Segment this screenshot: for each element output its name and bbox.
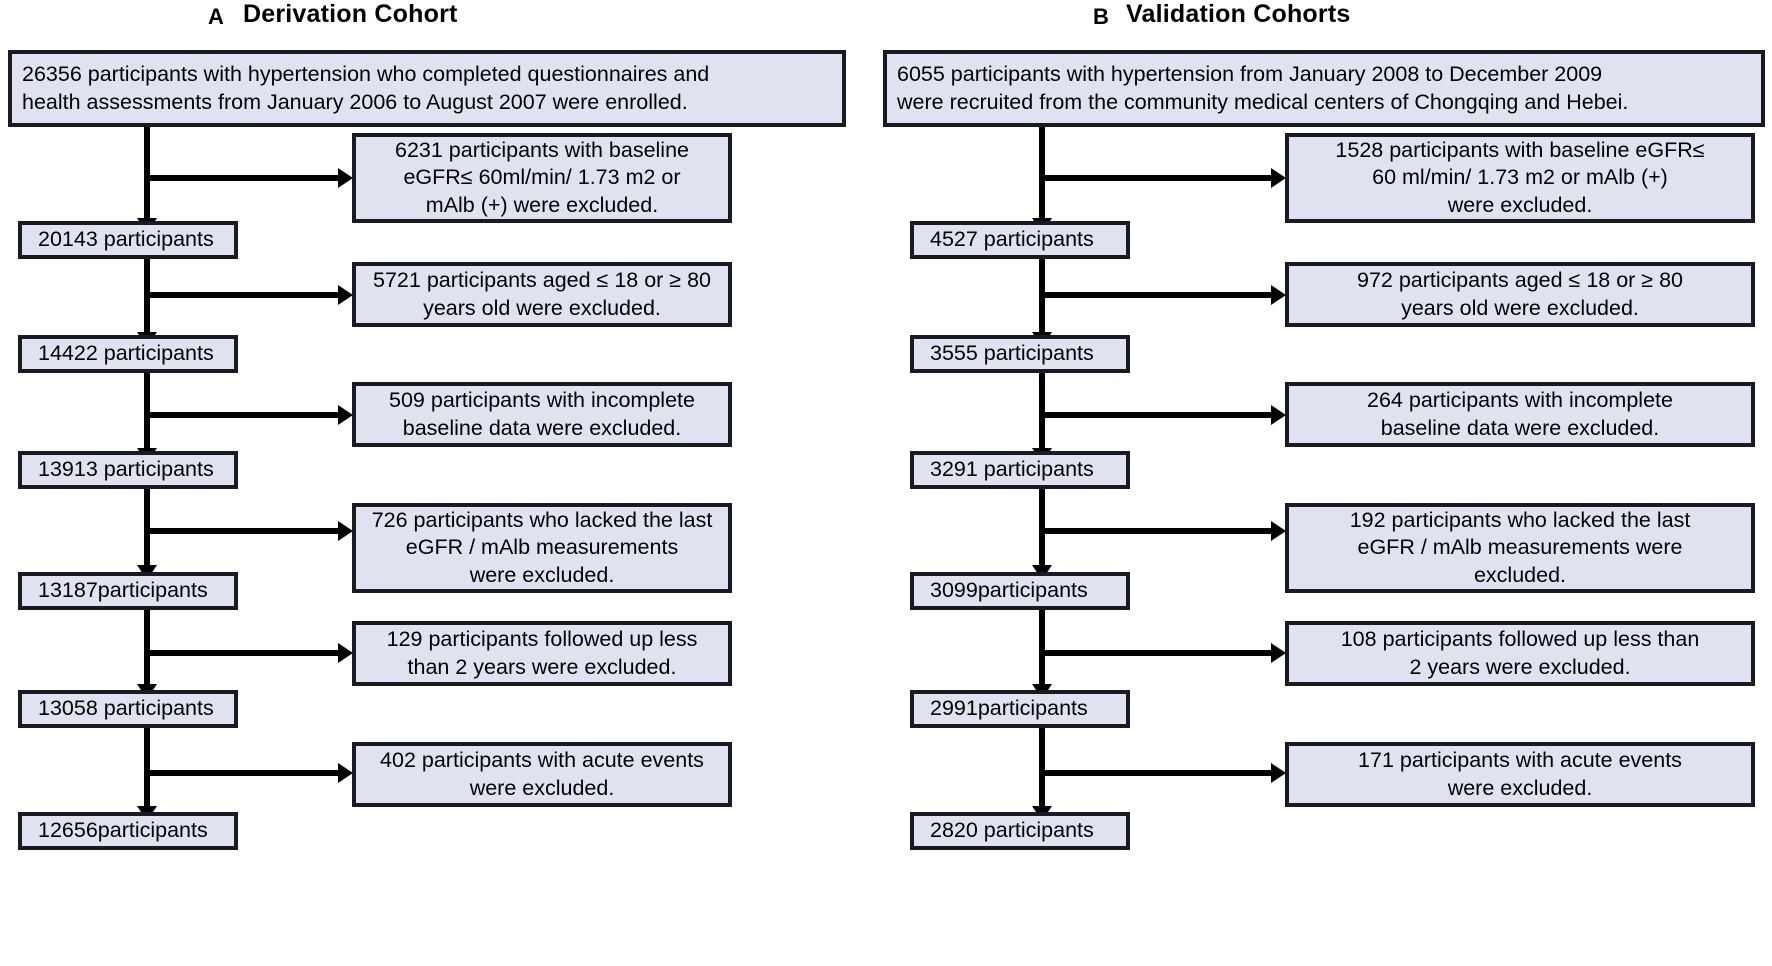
panel-a-count-text-3: 13913 participants	[38, 457, 214, 482]
panel-a-exclusion-text-5: 129 participants followed up less than 2…	[386, 627, 698, 679]
arrowhead-a-right-3	[338, 405, 353, 425]
panel-a-count-text-1: 20143 participants	[38, 227, 214, 252]
panel-a-exclusion-box-1: 6231 participants with baseline eGFR≤ 60…	[352, 133, 732, 223]
panel-a-count-text-2: 14422 participants	[38, 341, 214, 366]
panel-b-count-text-4: 3099participants	[930, 578, 1088, 603]
panel-b-exclusion-text-4: 192 participants who lacked the last eGF…	[1349, 508, 1691, 587]
connector-b-h4	[1039, 528, 1274, 534]
panel-b-exclusion-box-4: 192 participants who lacked the last eGF…	[1285, 503, 1755, 593]
panel-a-exclusion-text-1: 6231 participants with baseline eGFR≤ 60…	[394, 138, 690, 217]
panel-a-exclusion-box-4: 726 participants who lacked the last eGF…	[352, 503, 732, 593]
connector-a-h1	[144, 175, 341, 181]
panel-a-exclusion-box-5: 129 participants followed up less than 2…	[352, 621, 732, 686]
connector-b-h6	[1039, 770, 1274, 776]
panel-a-count-box-6: 12656participants	[18, 812, 238, 850]
panel-b-exclusion-text-6: 171 participants with acute events were …	[1358, 748, 1682, 800]
panel-b-exclusion-text-2: 972 participants aged ≤ 18 or ≥ 80 years…	[1356, 268, 1683, 320]
panel-a-exclusion-text-6: 402 participants with acute events were …	[380, 748, 704, 800]
panel-a-count-box-1: 20143 participants	[18, 221, 238, 259]
panel-b-count-text-3: 3291 participants	[930, 457, 1094, 482]
connector-a-v3	[144, 373, 150, 450]
panel-a-count-box-5: 13058 participants	[18, 690, 238, 728]
connector-b-h3	[1039, 412, 1274, 418]
connector-b-v6	[1039, 728, 1045, 808]
arrowhead-b-right-6	[1271, 763, 1286, 783]
connector-b-h1	[1039, 175, 1274, 181]
panel-b-count-box-2: 3555 participants	[910, 335, 1130, 373]
panel-a-count-box-4: 13187participants	[18, 572, 238, 610]
connector-a-v6	[144, 728, 150, 808]
panel-a-count-box-3: 13913 participants	[18, 451, 238, 489]
panel-b-count-text-5: 2991participants	[930, 696, 1088, 721]
panel-b-enrollment-text: 6055 participants with hypertension from…	[897, 62, 1629, 114]
arrowhead-b-right-2	[1271, 285, 1286, 305]
arrowhead-b-right-5	[1271, 643, 1286, 663]
connector-a-h5	[144, 650, 341, 656]
panel-b-count-box-6: 2820 participants	[910, 812, 1130, 850]
connector-a-v1	[144, 127, 150, 220]
connector-b-v3	[1039, 373, 1045, 450]
connector-b-v1	[1039, 127, 1045, 220]
panel-a-exclusion-text-3: 509 participants with incomplete baselin…	[389, 388, 695, 440]
panel-b-count-text-6: 2820 participants	[930, 818, 1094, 843]
arrowhead-b-right-4	[1271, 521, 1286, 541]
panel-b-count-box-3: 3291 participants	[910, 451, 1130, 489]
connector-a-h3	[144, 412, 341, 418]
panel-b-title: Validation Cohorts	[1126, 0, 1351, 28]
panel-a-count-text-6: 12656participants	[38, 818, 208, 843]
panel-a-exclusion-box-3: 509 participants with incomplete baselin…	[352, 382, 732, 447]
panel-b-count-text-2: 3555 participants	[930, 341, 1094, 366]
panel-a-count-box-2: 14422 participants	[18, 335, 238, 373]
panel-b-exclusion-box-1: 1528 participants with baseline eGFR≤ 60…	[1285, 133, 1755, 223]
panel-b-exclusion-box-5: 108 participants followed up less than 2…	[1285, 621, 1755, 686]
arrowhead-b-right-3	[1271, 405, 1286, 425]
connector-a-h6	[144, 770, 341, 776]
panel-a-enrollment-box: 26356 participants with hypertension who…	[8, 50, 846, 127]
panel-a-exclusion-box-6: 402 participants with acute events were …	[352, 742, 732, 807]
panel-b-count-box-4: 3099participants	[910, 572, 1130, 610]
panel-b-count-text-1: 4527 participants	[930, 227, 1094, 252]
panel-b-letter: B	[1093, 4, 1109, 29]
connector-a-h4	[144, 528, 341, 534]
panel-a-title: Derivation Cohort	[243, 0, 458, 28]
arrowhead-a-right-2	[338, 285, 353, 305]
panel-a-exclusion-box-2: 5721 participants aged ≤ 18 or ≥ 80 year…	[352, 262, 732, 327]
arrowhead-a-right-1	[338, 168, 353, 188]
arrowhead-a-right-4	[338, 521, 353, 541]
arrowhead-b-right-1	[1271, 168, 1286, 188]
panel-a-count-text-4: 13187participants	[38, 578, 208, 603]
panel-b-count-box-5: 2991participants	[910, 690, 1130, 728]
connector-b-v5	[1039, 610, 1045, 686]
connector-b-h2	[1039, 292, 1274, 298]
arrowhead-a-right-6	[338, 763, 353, 783]
panel-b-exclusion-box-2: 972 participants aged ≤ 18 or ≥ 80 years…	[1285, 262, 1755, 327]
panel-b-count-box-1: 4527 participants	[910, 221, 1130, 259]
panel-a-exclusion-text-2: 5721 participants aged ≤ 18 or ≥ 80 year…	[373, 268, 711, 320]
panel-b-exclusion-box-6: 171 participants with acute events were …	[1285, 742, 1755, 807]
panel-b-exclusion-box-3: 264 participants with incomplete baselin…	[1285, 382, 1755, 447]
panel-a-letter: A	[208, 4, 224, 29]
connector-a-h2	[144, 292, 341, 298]
panel-b-enrollment-box: 6055 participants with hypertension from…	[883, 50, 1765, 127]
panel-b-exclusion-text-5: 108 participants followed up less than 2…	[1340, 627, 1700, 679]
arrowhead-a-right-5	[338, 643, 353, 663]
panel-b-exclusion-text-1: 1528 participants with baseline eGFR≤ 60…	[1335, 138, 1705, 217]
connector-b-h5	[1039, 650, 1274, 656]
panel-b-exclusion-text-3: 264 participants with incomplete baselin…	[1367, 388, 1673, 440]
connector-a-v5	[144, 610, 150, 686]
panel-a-exclusion-text-4: 726 participants who lacked the last eGF…	[371, 508, 713, 587]
panel-a-count-text-5: 13058 participants	[38, 696, 214, 721]
panel-a-enrollment-text: 26356 participants with hypertension who…	[22, 62, 710, 114]
